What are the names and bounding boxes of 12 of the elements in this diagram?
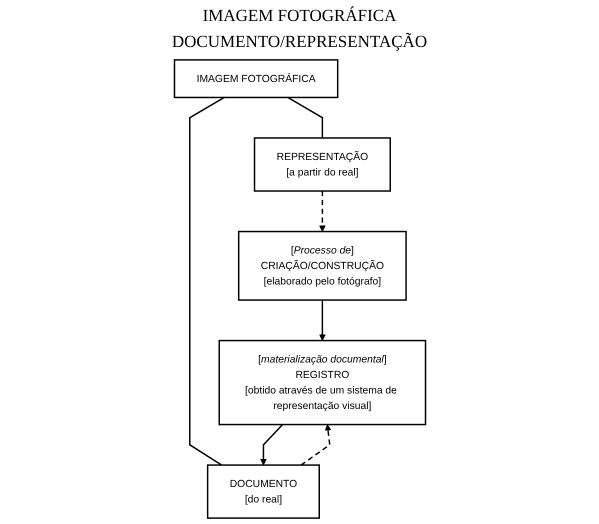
node-box: IMAGEM FOTOGRÁFICA <box>173 59 338 98</box>
connector <box>287 96 323 138</box>
node-box: [materialização documental] REGISTRO [obtido através de um sistema de representação visual] <box>218 340 426 426</box>
arrow <box>260 424 283 466</box>
diagram-title: IMAGEM FOTOGRÁFICA <box>202 6 398 26</box>
connector <box>188 96 224 466</box>
node-box: REPRESENTAÇÃO [a partir do real] <box>253 137 390 192</box>
node-box: [Processo de] CRIAÇÃO/CONSTRUÇÃO [elaborado pelo fotógrafo] <box>237 230 406 301</box>
arrow <box>318 300 326 341</box>
arrow <box>318 191 326 232</box>
node-box: DOCUMENTO [do real] <box>206 464 320 519</box>
arrow <box>300 424 331 466</box>
